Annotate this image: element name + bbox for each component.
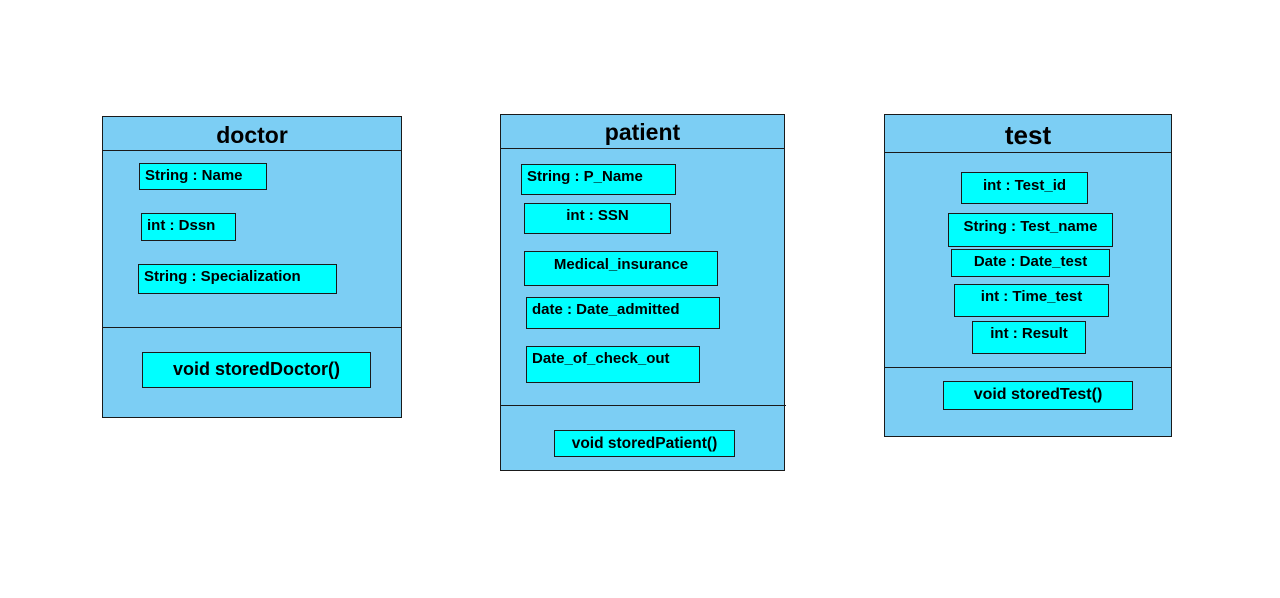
attribute-specialization: String : Specialization [138,264,337,294]
attribute-medical-insurance: Medical_insurance [524,251,718,286]
class-doctor: doctor String : Name int : Dssn String :… [102,116,402,418]
attribute-p-name: String : P_Name [521,164,676,195]
class-patient: patient String : P_Name int : SSN Medica… [500,114,786,471]
method-stored-patient: void storedPatient() [554,430,735,457]
attribute-result: int : Result [972,321,1086,354]
method-stored-doctor: void storedDoctor() [142,352,371,388]
class-divider [885,367,1171,368]
class-divider [885,152,1171,153]
class-divider [103,327,401,328]
method-stored-test: void storedTest() [943,381,1133,410]
class-name-patient: patient [604,119,681,145]
attribute-test-name: String : Test_name [948,213,1113,247]
attribute-ssn: int : SSN [524,203,671,234]
attribute-date-test: Date : Date_test [951,249,1110,277]
attribute-date-of-check-out: Date_of_check_out [526,346,700,383]
attribute-date-admitted: date : Date_admitted [526,297,720,329]
class-divider [501,405,786,406]
attribute-dssn: int : Dssn [141,213,236,241]
class-divider [501,148,784,149]
class-name-doctor: doctor [216,122,288,148]
attribute-test-id: int : Test_id [961,172,1088,204]
attribute-name: String : Name [139,163,267,190]
class-name-test: test [1004,120,1052,150]
attribute-time-test: int : Time_test [954,284,1109,317]
class-divider [103,150,401,151]
class-test: test int : Test_id String : Test_name Da… [884,114,1172,437]
